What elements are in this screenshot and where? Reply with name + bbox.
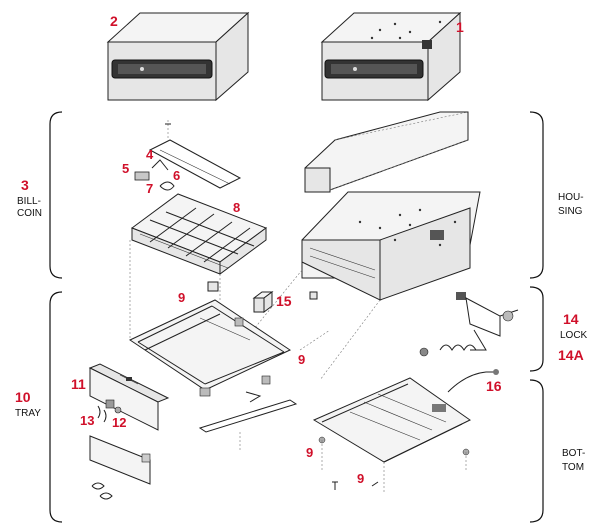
- drawer-front-11: [88, 363, 170, 431]
- callout-7: 7: [146, 181, 153, 196]
- slide-rail: [198, 391, 298, 450]
- cable-16: [447, 371, 496, 393]
- lower-front-with-lock: [89, 435, 151, 500]
- callout-2: 2: [110, 13, 118, 29]
- screw-b: [371, 481, 379, 487]
- callout-9-a: 9: [178, 290, 185, 305]
- small-block-b: [309, 291, 318, 300]
- callout-1: 1: [456, 19, 464, 35]
- tray-frame-10: [128, 299, 292, 397]
- tray-label: TRAY: [15, 408, 41, 419]
- bottom-plate: [312, 377, 471, 492]
- lock-bracket: [529, 286, 544, 372]
- bill-coin-label-1: BILL-: [17, 196, 41, 207]
- drawer-assembly-2: [106, 11, 250, 102]
- housing-base: [301, 191, 481, 301]
- callout-3: 3: [21, 177, 29, 193]
- housing-bracket: [529, 111, 544, 279]
- callout-13: 13: [80, 413, 94, 428]
- callout-14a: 14A: [558, 347, 584, 363]
- callout-15: 15: [276, 293, 292, 309]
- bottom-bracket: [529, 379, 544, 523]
- callout-4: 4: [146, 147, 154, 162]
- lock-label: LOCK: [560, 330, 588, 341]
- housing-label-1: HOU-: [558, 192, 584, 203]
- housing-cover: [304, 111, 469, 193]
- bottom-label-2: TOM: [562, 462, 584, 473]
- bill-weight-assembly: [134, 120, 242, 191]
- housing-label-2: SING: [558, 206, 583, 217]
- callout-14: 14: [563, 311, 579, 327]
- callout-11: 11: [71, 376, 86, 392]
- callout-8: 8: [233, 200, 240, 215]
- callout-12: 12: [112, 415, 126, 430]
- callout-9-b: 9: [298, 352, 305, 367]
- box-part-15: [252, 291, 274, 313]
- screw-a: [332, 481, 338, 490]
- bill-coin-bracket: [49, 111, 63, 279]
- drawer-assembly-1: [320, 11, 462, 102]
- lock-assembly-14: [419, 292, 519, 357]
- small-block-a: [207, 281, 219, 292]
- callout-6: 6: [173, 168, 180, 183]
- bill-coin-label-2: COIN: [17, 208, 42, 219]
- lock-parts-12-13: [97, 399, 122, 423]
- callout-10: 10: [15, 389, 31, 405]
- callout-5: 5: [122, 161, 129, 176]
- callout-9-d: 9: [357, 471, 364, 486]
- callout-16: 16: [486, 378, 502, 394]
- bill-coin-insert-8: [130, 193, 268, 275]
- bottom-label-1: BOT-: [562, 448, 585, 459]
- tray-bracket: [49, 291, 63, 523]
- callout-9-c: 9: [306, 445, 313, 460]
